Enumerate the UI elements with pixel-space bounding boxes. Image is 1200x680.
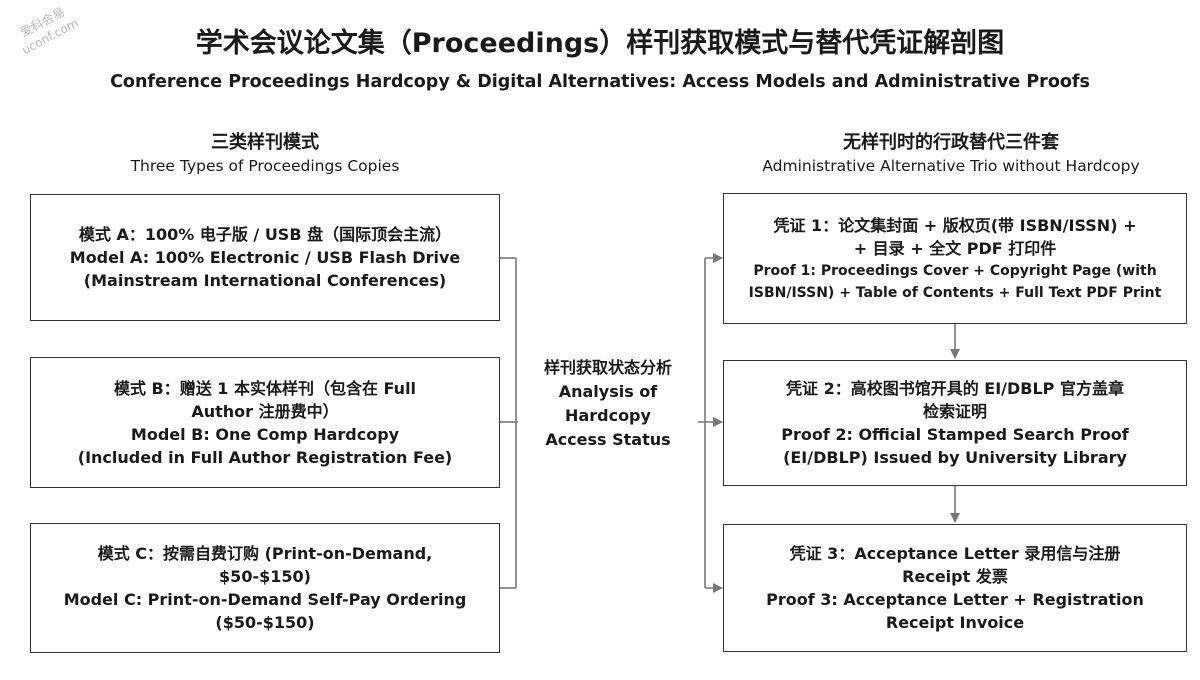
center-line-4: Access Status (545, 430, 671, 449)
model-b-line-2: Author 注册费中） (191, 401, 339, 421)
model-a-line-1: 模式 A：100% 电子版 / USB 盘（国际顶会主流） (78, 225, 452, 244)
left-column-header: 三类样刊模式 Three Types of Proceedings Copies (30, 131, 500, 177)
proof-2-line-4: (EI/DBLP) Issued by University Library (783, 448, 1127, 467)
proof-1-box: 凭证 1：论文集封面 + 版权页(带 ISBN/ISSN) + + 目录 + 全… (723, 193, 1187, 324)
model-c-line-3: Model C: Print-on-Demand Self-Pay Orderi… (63, 590, 467, 609)
model-c-line-1: 模式 C：按需自费订购 (Print-on-Demand, (97, 544, 433, 563)
proof-3-box: 凭证 3：Acceptance Letter 录用信与注册 Receipt 发票… (723, 524, 1187, 652)
page-title: 学术会议论文集（Proceedings）样刊获取模式与替代凭证解剖图 (195, 28, 1005, 59)
center-analysis-label: 样刊获取状态分析 Analysis of Hardcopy Access Sta… (518, 356, 698, 452)
center-line-1: 样刊获取状态分析 (543, 358, 672, 377)
model-a-line-2: Model A: 100% Electronic / USB Flash Dri… (69, 248, 461, 267)
proof-3-line-1: 凭证 3：Acceptance Letter 录用信与注册 (789, 544, 1121, 563)
right-column-header: 无样刊时的行政替代三件套 Administrative Alternative … (705, 131, 1197, 177)
left-header-zh: 三类样刊模式 (211, 132, 319, 153)
proof-3-line-2: Receipt 发票 (902, 567, 1008, 586)
page-subtitle: Conference Proceedings Hardcopy & Digita… (110, 72, 1090, 92)
proof-2-line-1: 凭证 2：高校图书馆开具的 EI/DBLP 官方盖章 (786, 379, 1124, 398)
model-c-box: 模式 C：按需自费订购 (Print-on-Demand, $50-$150) … (30, 523, 500, 653)
proof-1-line-1: 凭证 1：论文集封面 + 版权页(带 ISBN/ISSN) + (773, 215, 1137, 235)
proof-1-line-3: Proof 1: Proceedings Cover + Copyright P… (753, 262, 1157, 279)
model-b-line-3: Model B: One Comp Hardcopy (130, 424, 400, 444)
proof-1-line-4: ISBN/ISSN) + Table of Contents + Full Te… (748, 284, 1162, 301)
model-a-line-3: (Mainstream International Conferences) (83, 271, 447, 290)
proof-2-line-2: 检索证明 (922, 402, 987, 421)
center-line-3: Hardcopy (565, 406, 651, 425)
left-header-en: Three Types of Proceedings Copies (130, 157, 400, 175)
proof-3-line-3: Proof 3: Acceptance Letter + Registratio… (766, 590, 1144, 609)
model-a-box: 模式 A：100% 电子版 / USB 盘（国际顶会主流） Model A: 1… (30, 194, 500, 321)
model-c-line-4: ($50-$150) (215, 613, 315, 632)
right-header-zh: 无样刊时的行政替代三件套 (843, 132, 1059, 153)
proof-1-line-2: + 目录 + 全文 PDF 打印件 (853, 238, 1057, 258)
proof-2-line-3: Proof 2: Official Stamped Search Proof (781, 425, 1129, 444)
model-b-box: 模式 B：赠送 1 本实体样刊（包含在 Full Author 注册费中） Mo… (30, 357, 500, 488)
proof-2-box: 凭证 2：高校图书馆开具的 EI/DBLP 官方盖章 检索证明 Proof 2:… (723, 360, 1187, 486)
model-c-line-2: $50-$150) (219, 567, 311, 586)
right-header-en: Administrative Alternative Trio without … (762, 157, 1140, 175)
center-line-2: Analysis of (558, 382, 658, 401)
model-b-line-4: (Included in Full Author Registration Fe… (77, 447, 453, 467)
model-b-line-1: 模式 B：赠送 1 本实体样刊（包含在 Full (113, 378, 417, 398)
proof-3-line-4: Receipt Invoice (885, 613, 1025, 632)
